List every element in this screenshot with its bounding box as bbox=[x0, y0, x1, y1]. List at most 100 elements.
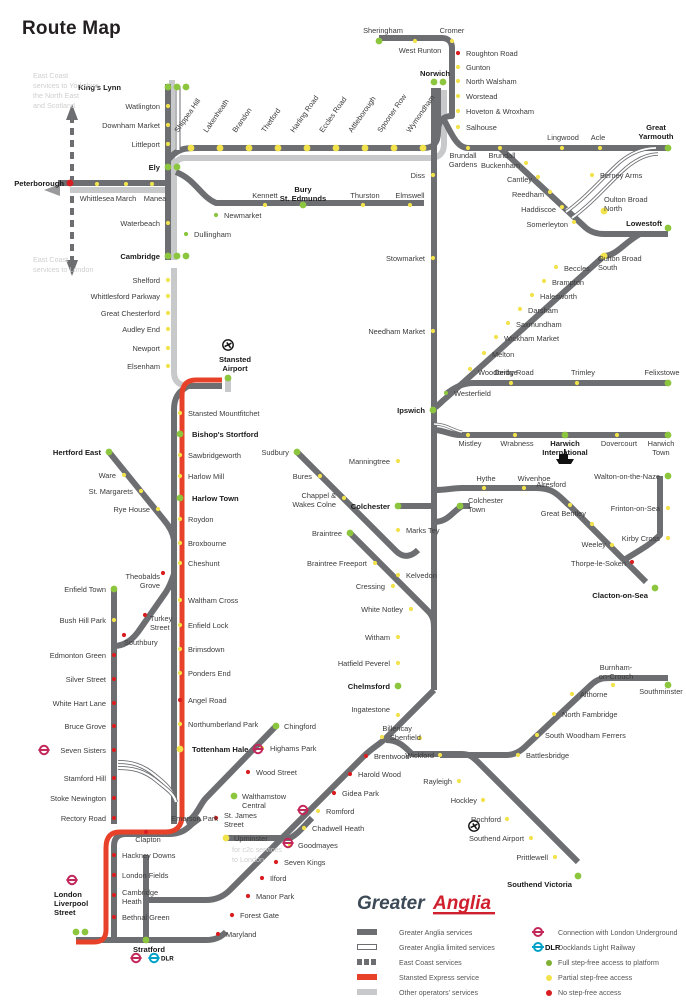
station-dot[interactable] bbox=[552, 854, 558, 860]
station-dot[interactable] bbox=[138, 488, 144, 494]
station-dot[interactable] bbox=[164, 252, 172, 260]
station-dot[interactable] bbox=[303, 144, 311, 152]
station-dot[interactable] bbox=[111, 795, 117, 801]
station-dot[interactable] bbox=[341, 495, 347, 501]
station-dot[interactable] bbox=[430, 328, 436, 334]
station-dot[interactable] bbox=[177, 646, 183, 652]
station-dot[interactable] bbox=[394, 502, 402, 510]
station-dot[interactable] bbox=[664, 472, 672, 480]
station-dot[interactable] bbox=[394, 682, 402, 690]
station-dot[interactable] bbox=[111, 914, 117, 920]
station-dot[interactable] bbox=[273, 859, 279, 865]
station-dot[interactable] bbox=[213, 815, 219, 821]
station-dot[interactable] bbox=[551, 711, 557, 717]
station-dot[interactable] bbox=[301, 825, 307, 831]
station-dot[interactable] bbox=[187, 144, 195, 152]
station-dot[interactable] bbox=[245, 144, 253, 152]
station-dot[interactable] bbox=[177, 697, 183, 703]
station-dot[interactable] bbox=[165, 220, 171, 226]
station-dot[interactable] bbox=[379, 734, 385, 740]
station-dot[interactable] bbox=[173, 252, 181, 260]
station-dot[interactable] bbox=[165, 293, 171, 299]
station-dot[interactable] bbox=[111, 892, 117, 898]
station-dot[interactable] bbox=[541, 278, 547, 284]
station-dot[interactable] bbox=[651, 584, 659, 592]
station-dot[interactable] bbox=[123, 181, 129, 187]
station-dot[interactable] bbox=[508, 380, 514, 386]
station-dot[interactable] bbox=[164, 163, 172, 171]
station-dot[interactable] bbox=[456, 778, 462, 784]
station-dot[interactable] bbox=[517, 306, 523, 312]
station-dot[interactable] bbox=[589, 521, 595, 527]
station-dot[interactable] bbox=[449, 38, 455, 44]
station-dot[interactable] bbox=[229, 912, 235, 918]
station-dot[interactable] bbox=[177, 516, 183, 522]
station-dot[interactable] bbox=[121, 472, 127, 478]
station-dot[interactable] bbox=[430, 78, 438, 86]
station-dot[interactable] bbox=[149, 181, 155, 187]
station-dot[interactable] bbox=[347, 771, 353, 777]
station-dot[interactable] bbox=[72, 928, 80, 936]
station-dot[interactable] bbox=[561, 431, 569, 439]
station-dot[interactable] bbox=[315, 808, 321, 814]
station-dot[interactable] bbox=[164, 83, 172, 91]
station-dot[interactable] bbox=[528, 835, 534, 841]
station-dot[interactable] bbox=[437, 752, 443, 758]
station-dot[interactable] bbox=[259, 875, 265, 881]
station-dot[interactable] bbox=[182, 83, 190, 91]
station-dot[interactable] bbox=[177, 721, 183, 727]
station-dot[interactable] bbox=[408, 606, 414, 612]
station-dot[interactable] bbox=[481, 485, 487, 491]
station-dot[interactable] bbox=[142, 936, 150, 944]
station-dot[interactable] bbox=[574, 380, 580, 386]
station-dot[interactable] bbox=[111, 815, 117, 821]
station-dot[interactable] bbox=[173, 163, 181, 171]
station-dot[interactable] bbox=[497, 145, 503, 151]
station-dot[interactable] bbox=[512, 432, 518, 438]
station-dot[interactable] bbox=[360, 202, 366, 208]
station-dot[interactable] bbox=[111, 775, 117, 781]
station-dot[interactable] bbox=[245, 893, 251, 899]
station-dot[interactable] bbox=[465, 145, 471, 151]
station-dot[interactable] bbox=[317, 473, 323, 479]
station-dot[interactable] bbox=[412, 38, 418, 44]
station-dot[interactable] bbox=[614, 432, 620, 438]
station-dot[interactable] bbox=[165, 363, 171, 369]
station-dot[interactable] bbox=[395, 712, 401, 718]
station-dot[interactable] bbox=[361, 144, 369, 152]
station-dot[interactable] bbox=[429, 406, 437, 414]
station-dot[interactable] bbox=[182, 252, 190, 260]
station-dot[interactable] bbox=[610, 682, 616, 688]
station-dot[interactable] bbox=[493, 334, 499, 340]
station-dot[interactable] bbox=[165, 141, 171, 147]
station-dot[interactable] bbox=[553, 264, 559, 270]
station-dot[interactable] bbox=[395, 572, 401, 578]
station-dot[interactable] bbox=[664, 224, 672, 232]
station-dot[interactable] bbox=[567, 502, 573, 508]
station-dot[interactable] bbox=[155, 506, 161, 512]
station-dot[interactable] bbox=[390, 583, 396, 589]
station-dot[interactable] bbox=[521, 485, 527, 491]
station-dot[interactable] bbox=[571, 219, 577, 225]
station-dot[interactable] bbox=[443, 390, 449, 396]
station-dot[interactable] bbox=[165, 103, 171, 109]
station-dot[interactable] bbox=[456, 502, 464, 510]
station-dot[interactable] bbox=[455, 93, 461, 99]
station-dot[interactable] bbox=[224, 374, 232, 382]
station-dot[interactable] bbox=[515, 752, 521, 758]
station-dot[interactable] bbox=[664, 681, 672, 689]
station-dot[interactable] bbox=[559, 145, 565, 151]
station-dot[interactable] bbox=[455, 64, 461, 70]
station-dot[interactable] bbox=[569, 691, 575, 697]
station-dot[interactable] bbox=[332, 144, 340, 152]
station-dot[interactable] bbox=[165, 326, 171, 332]
station-dot[interactable] bbox=[395, 458, 401, 464]
station-dot[interactable] bbox=[574, 872, 582, 880]
station-dot[interactable] bbox=[111, 723, 117, 729]
station-dot[interactable] bbox=[600, 207, 608, 215]
station-dot[interactable] bbox=[177, 560, 183, 566]
station-dot[interactable] bbox=[395, 527, 401, 533]
station-dot[interactable] bbox=[395, 660, 401, 666]
station-dot[interactable] bbox=[177, 540, 183, 546]
